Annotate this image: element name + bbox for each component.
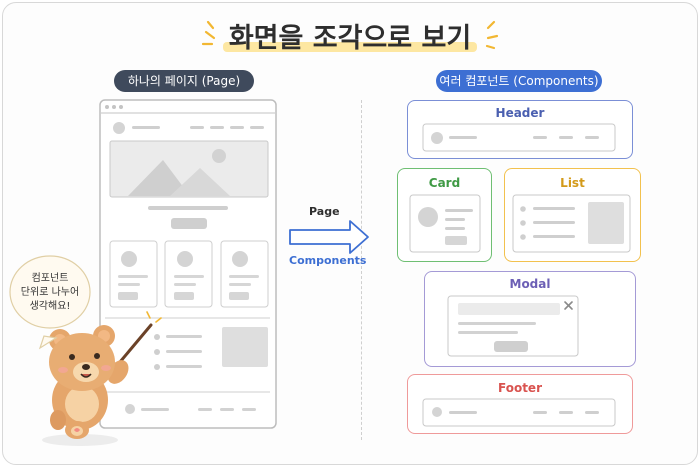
components-section-label: 여러 컴포넌트 (Components) bbox=[436, 70, 602, 92]
section-divider bbox=[361, 100, 362, 440]
footer-title: Footer bbox=[498, 381, 542, 395]
header-title: Header bbox=[495, 106, 545, 120]
window-dot bbox=[112, 105, 116, 109]
arrow-label-components: Components bbox=[289, 254, 367, 267]
bubble-line-2: 단위로 나누어 bbox=[21, 285, 79, 298]
sparkle-right-2 bbox=[486, 34, 499, 40]
wireframe-cards bbox=[109, 240, 269, 308]
arrow-icon bbox=[289, 220, 369, 254]
wireframe-list bbox=[154, 327, 268, 370]
list-title: List bbox=[560, 176, 585, 190]
window-dot bbox=[105, 105, 109, 109]
card-title: Card bbox=[428, 176, 461, 190]
hero-button bbox=[171, 218, 207, 229]
sparkle-right-3 bbox=[485, 44, 496, 50]
page-title: 화면을 조각으로 보기 bbox=[0, 16, 700, 55]
close-icon bbox=[564, 301, 573, 310]
modal-title: Modal bbox=[509, 277, 551, 291]
header-inner bbox=[422, 123, 616, 152]
sparkle-right-1 bbox=[486, 20, 496, 30]
bubble-line-3: 생각해요! bbox=[30, 299, 71, 312]
footer-inner bbox=[422, 398, 616, 427]
sparkle-left-1 bbox=[204, 30, 216, 40]
header-logo bbox=[113, 122, 125, 134]
title-text: 화면을 조각으로 보기 bbox=[223, 23, 477, 54]
sparkle-left-3 bbox=[206, 20, 215, 30]
page-section-label: 하나의 페이지 (Page) bbox=[114, 70, 254, 92]
window-dot bbox=[119, 105, 123, 109]
arrow-label-page: Page bbox=[309, 205, 340, 218]
pointer-stick bbox=[118, 323, 153, 364]
bubble-line-1: 컴포넌트 bbox=[32, 272, 69, 284]
